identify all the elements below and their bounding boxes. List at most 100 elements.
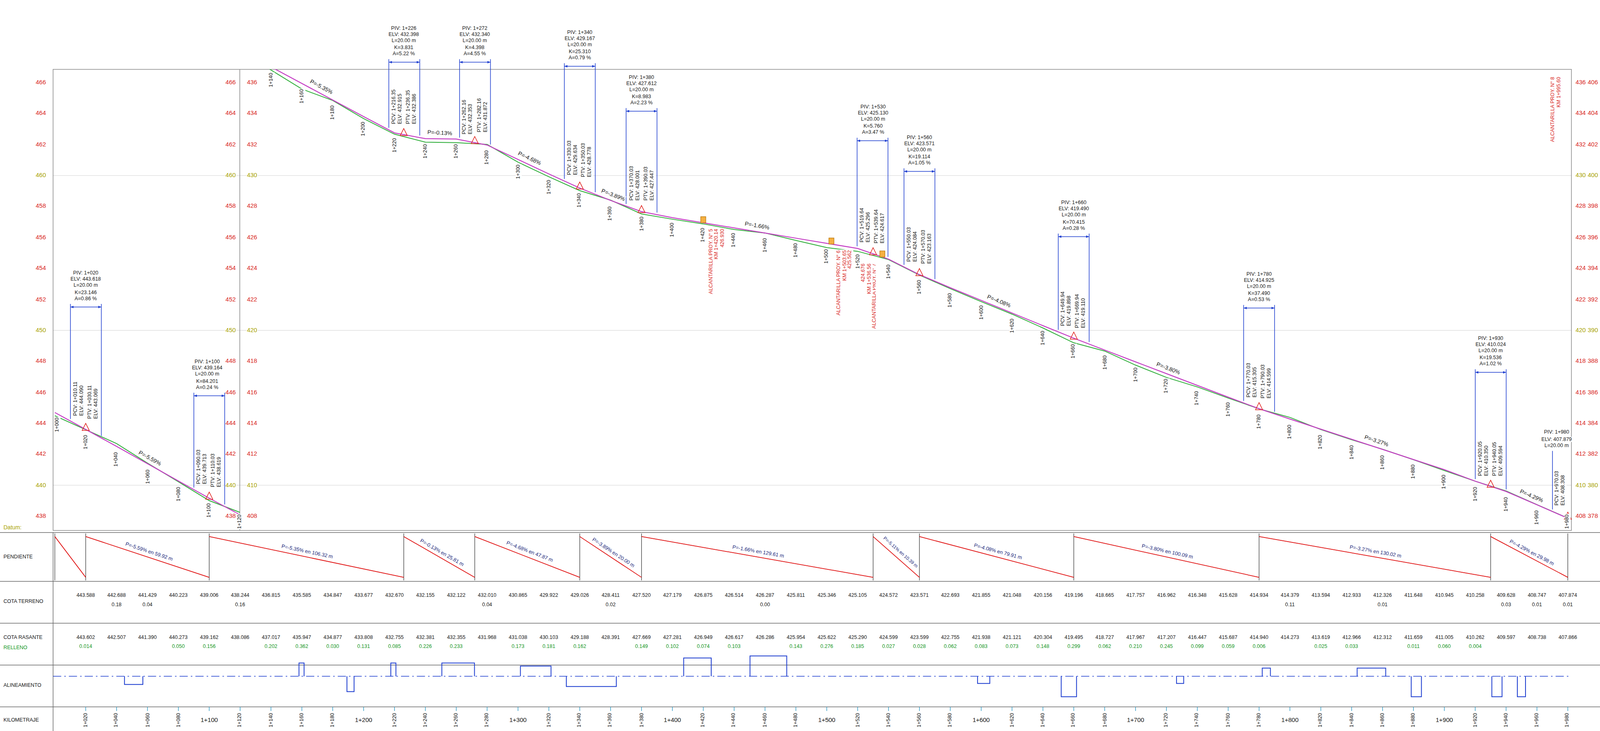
dimension-line (594, 63, 596, 193)
fill-depth: 0.073 (1005, 644, 1019, 650)
station-label: 1+800 (1286, 424, 1293, 440)
chainage-tick (857, 707, 858, 712)
curve-data: L=20.00 m (1543, 443, 1569, 449)
curve-data: K=3.831 (393, 44, 414, 51)
fill-depth: 0.060 (1437, 644, 1452, 650)
chainage-tick (888, 707, 889, 712)
curvature-step (683, 658, 712, 677)
chainage-tick (548, 707, 550, 712)
grade-elevation: 411.659 (1403, 635, 1423, 641)
chainage-label: 1+920 (1472, 712, 1479, 728)
ground-line (54, 415, 240, 531)
ground-elevation: 441.429 (137, 592, 158, 599)
curve-data: PIV: 1+226 (390, 25, 417, 32)
ground-elevation: 442.688 (106, 592, 127, 599)
grade-elevation: 422.755 (940, 635, 960, 641)
ground-elevation: 420.156 (1033, 592, 1053, 599)
curvature-step (1262, 668, 1271, 677)
grade-diagonal (85, 536, 210, 578)
axis-elevation: 422 (246, 296, 258, 303)
curve-data: ELV: 432.398 (388, 31, 420, 38)
dimension-arrow (1086, 235, 1089, 239)
chainage-tick (764, 707, 766, 712)
dimension-arrow (1271, 306, 1275, 310)
dimension-line (459, 61, 491, 63)
chainage-label: 1+400 (663, 716, 682, 724)
chainage-tick (1474, 707, 1476, 712)
chainage-label: 1+480 (793, 712, 799, 728)
culvert-label: KM 1+420.14 (713, 229, 720, 261)
chainage-tick (301, 707, 302, 712)
curve-point-label: ELV: 419.898 (1066, 295, 1073, 327)
grade-diagonal (1073, 536, 1260, 578)
curvature-step (441, 663, 475, 677)
dimension-line (459, 59, 460, 138)
axis-elevation: 392 (1587, 296, 1599, 303)
grade-cell: P=-0.13% en 25.81 m (418, 537, 465, 568)
curve-point-label: PCV: 1+550.03 (906, 226, 913, 262)
grid-line (53, 485, 1572, 486)
culvert-label: ALCANTARILLA PROY. N° 8 (1550, 76, 1556, 143)
station-label: 1+060 (144, 468, 151, 485)
chainage-label: 1+460 (762, 712, 769, 728)
curvature-step (1491, 676, 1503, 697)
curve-data: A=2.23 % (629, 100, 653, 106)
grade-elevation: 441.390 (137, 635, 158, 641)
grade-elevation: 415.687 (1218, 635, 1238, 641)
axis-elevation: 380 (1587, 482, 1599, 489)
axis-elevation: 430 (1575, 172, 1587, 179)
chainage-tick (950, 707, 951, 712)
profile-frame (53, 69, 1572, 531)
curve-data: L=20.00 m (462, 38, 488, 45)
chainage-label: 1+700 (1126, 716, 1145, 724)
grade-elevation: 413.619 (1311, 635, 1331, 641)
curve-point-label: ELV: 427.447 (649, 170, 655, 202)
axis-elevation: 456 (35, 234, 47, 241)
cut-depth: 0.01 (1562, 602, 1573, 609)
station-label: 1+240 (422, 143, 429, 159)
grade-cell: P=-4.68% en 47.87 m (504, 540, 554, 564)
station-label: 1+660 (1070, 343, 1077, 359)
station-label: 1+720 (1163, 378, 1170, 395)
chainage-tick (332, 707, 333, 712)
chainage-tick (1166, 707, 1167, 712)
chainage-label: 1+520 (854, 712, 861, 728)
chainage-label: 1+340 (576, 712, 583, 728)
curve-point-label: PCV: 1+370.03 (628, 165, 635, 201)
dimension-line (903, 168, 904, 265)
chainage-tick (641, 707, 642, 712)
fill-depth: 0.245 (1159, 644, 1174, 650)
curve-data: K=19.536 (1479, 354, 1503, 361)
chainage-label: 1+740 (1194, 712, 1201, 728)
chainage-tick (455, 707, 457, 712)
chainage-tick (919, 707, 920, 712)
grade-elevation: 443.602 (76, 635, 96, 641)
dimension-line (490, 59, 491, 145)
dimension-arrow (1475, 371, 1479, 374)
fill-depth: 0.030 (326, 644, 340, 650)
chainage-label: 1+760 (1225, 712, 1231, 728)
station-label: 1+940 (1503, 496, 1510, 512)
fill-depth: 0.233 (449, 644, 463, 650)
curve-data: A=4.55 % (463, 51, 487, 57)
chainage-tick (1444, 707, 1445, 712)
ground-elevation: 413.594 (1311, 592, 1331, 599)
ground-elevation: 432.155 (415, 592, 435, 599)
axis-elevation: 436 (1575, 79, 1587, 86)
grade-elevation: 410.262 (1465, 635, 1485, 641)
axis-elevation: 462 (35, 141, 47, 148)
grade-elevation: 427.669 (631, 635, 652, 641)
ground-elevation: 407.874 (1558, 592, 1578, 599)
curve-point-label: PTV: 1+940.05 (1491, 441, 1498, 477)
table-line (0, 581, 1600, 582)
chainage-label: 1+360 (607, 712, 614, 728)
chainage-tick (980, 707, 982, 712)
curve-data: A=0.28 % (1062, 225, 1086, 232)
ground-elevation: 418.665 (1095, 592, 1115, 599)
curve-data: L=20.00 m (1478, 348, 1504, 355)
ground-elevation: 426.875 (693, 592, 713, 599)
fill-depth: 0.062 (943, 644, 958, 650)
fill-depth: 0.362 (295, 644, 309, 650)
piv-marker (470, 136, 478, 144)
dimension-line (70, 306, 102, 308)
